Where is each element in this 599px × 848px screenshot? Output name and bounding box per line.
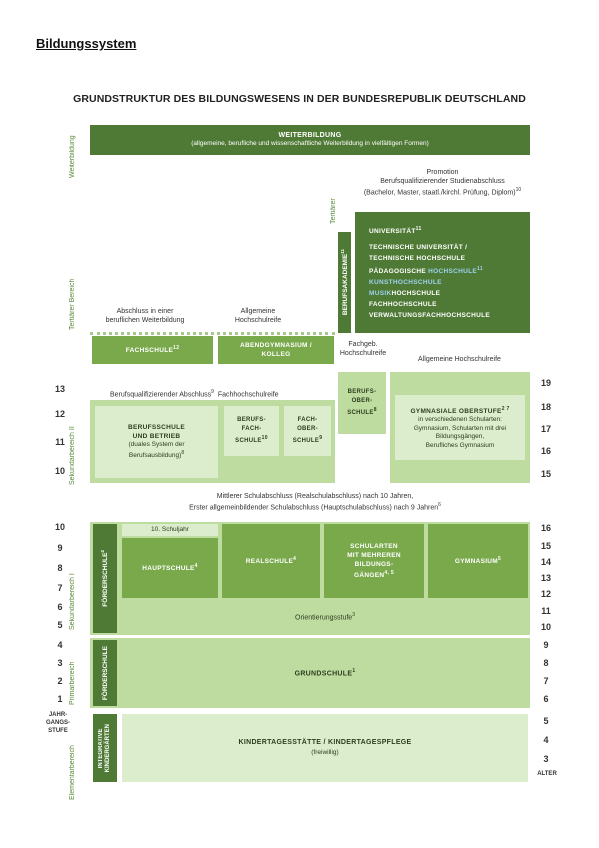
berufsakademie-bar: BERUFSAKADEMIE11: [338, 232, 351, 333]
grade-1: 1: [57, 694, 63, 704]
area-label-weiterbildung: Weiterbildung: [69, 135, 76, 178]
age-10: 10: [540, 622, 551, 632]
tu-line: TECHNISCHE UNIVERSITÄT /: [369, 243, 468, 251]
jahrgangsstufe-label: JAHR- GANGS- STUFE: [46, 712, 70, 734]
th-line: TECHNISCHE HOCHSCHULE: [369, 254, 466, 262]
berufsfachschule-box: BERUFS- FACH- SCHULE10: [224, 406, 279, 456]
grade-9: 9: [57, 543, 63, 553]
promotion-text: Promotion Berufsqualifizierender Studien…: [363, 169, 522, 197]
fachoberschule-box: FACH- OBER- SCHULE9: [284, 406, 331, 456]
grundschule-box: GRUNDSCHULE1: [122, 640, 528, 706]
area-label-sek1: Sekundarbereich I: [69, 573, 76, 630]
grade-7: 7: [57, 583, 63, 593]
age-15: 15: [540, 541, 551, 551]
age-7: 7: [543, 676, 549, 686]
foerderschule-bar: FÖRDERSCHULE2: [93, 524, 117, 633]
abschluss-weiterbildung-label: Abschluss in einer beruflichen Weiterbil…: [105, 308, 185, 324]
age-11: 11: [541, 606, 551, 616]
area-label-tertiaer-small: Tertiärer: [330, 198, 337, 224]
verwaltungsfh-line: VERWALTUNGSFACHHOCHSCHULE: [369, 311, 491, 319]
orientierungsstufe-box: Orientierungsstufe3: [122, 602, 528, 632]
kita-box: KINDERTAGESSTÄTTE / KINDERTAGESPFLEGE (f…: [122, 714, 528, 782]
age-19: 19: [540, 378, 551, 388]
berufsschule-box: BERUFSSCHULE UND BETRIEB (duales System …: [95, 406, 218, 478]
weiterbildung-sub: (allgemeine, berufliche und wissenschaft…: [191, 140, 429, 148]
gym-oberstufe-box: GYMNASIALE OBERSTUFE2 7 in verschiedenen…: [395, 395, 525, 460]
grade-10-sek2: 10: [54, 466, 65, 476]
universitaet-line1: UNIVERSITÄT11: [369, 226, 422, 236]
grade-4: 4: [57, 640, 63, 650]
grade-13: 13: [54, 384, 65, 394]
ph-line: PÄDAGOGISCHE HOCHSCHULE11: [369, 265, 483, 275]
alter-label: ALTER: [537, 771, 557, 777]
grade-5: 5: [57, 620, 63, 630]
age-4: 4: [543, 735, 549, 745]
hauptschule-box: HAUPTSCHULE4: [122, 538, 218, 598]
age-13: 13: [540, 573, 551, 583]
age-6: 6: [543, 694, 549, 704]
schuljahr10-box: 10. Schuljahr: [122, 524, 218, 536]
age-12: 12: [540, 589, 551, 599]
age-8: 8: [543, 658, 549, 668]
grade-2: 2: [57, 676, 63, 686]
age-18: 18: [540, 402, 551, 412]
weiterbildung-title: WEITERBILDUNG: [278, 132, 342, 140]
musikhochschule-line: MUSIKHOCHSCHULE: [369, 289, 441, 297]
age-16: 16: [540, 523, 551, 533]
kunsthochschule-line: KUNSTHOCHSCHULE: [369, 278, 442, 286]
diagram-title: GRUNDSTRUKTUR DES BILDUNGSWESENS IN DER …: [73, 93, 526, 105]
foerderschule-primar-bar: FÖRDERSCHULE: [93, 640, 117, 706]
realschule-box: REALSCHULE4: [222, 524, 320, 598]
age-5: 5: [543, 716, 549, 726]
mittlerer-abschluss-label: Mittlerer Schulabschluss (Realschulabsch…: [189, 493, 441, 512]
area-label-sek2: Sekundarbereich II: [69, 426, 76, 485]
age-15-sek2: 15: [540, 469, 551, 479]
area-label-primar: Primarbereich: [69, 661, 76, 705]
age-3: 3: [543, 754, 549, 764]
grade-11: 11: [55, 437, 65, 447]
dotted-divider: [90, 332, 335, 335]
page-heading: Bildungssystem: [36, 36, 137, 51]
allg-hochschulreife-right-label: Allgemeine Hochschulreife: [418, 356, 501, 363]
age-9: 9: [543, 640, 549, 650]
fachschule-box: FACHSCHULE12: [92, 336, 213, 364]
age-14: 14: [540, 557, 551, 567]
grade-10: 10: [54, 522, 65, 532]
universitaet-box: UNIVERSITÄT11 TECHNISCHE UNIVERSITÄT / T…: [355, 212, 530, 333]
abendgymnasium-box: ABENDGYMNASIUM / KOLLEG: [218, 336, 334, 364]
grade-12: 12: [54, 409, 65, 419]
gymnasium-box: GYMNASIUM5: [428, 524, 528, 598]
grade-8: 8: [57, 563, 63, 573]
age-16-sek2: 16: [540, 446, 551, 456]
grade-6: 6: [57, 602, 63, 612]
fachgeb-hochschulreife-label: Fachgeb. Hochschulreife: [339, 341, 387, 357]
berufsoberschule-box: BERUFS- OBER- SCHULE8: [338, 372, 386, 434]
fachhochschule-line: FACHHOCHSCHULE: [369, 300, 437, 308]
grade-3: 3: [57, 658, 63, 668]
weiterbildung-box: WEITERBILDUNG (allgemeine, berufliche un…: [90, 125, 530, 155]
hochschulreife-label-left: Allgemeine Hochschulreife: [234, 308, 282, 324]
berufsqualifizierend-label: Berufsqualifizierender Abschluss9 Fachho…: [110, 389, 279, 399]
area-label-tertiaer: Tertiärer Bereich: [69, 278, 76, 330]
age-17: 17: [540, 424, 551, 434]
schularten-box: SCHULARTEN MIT MEHREREN BILDUNGS- GÄNGEN…: [324, 524, 424, 598]
